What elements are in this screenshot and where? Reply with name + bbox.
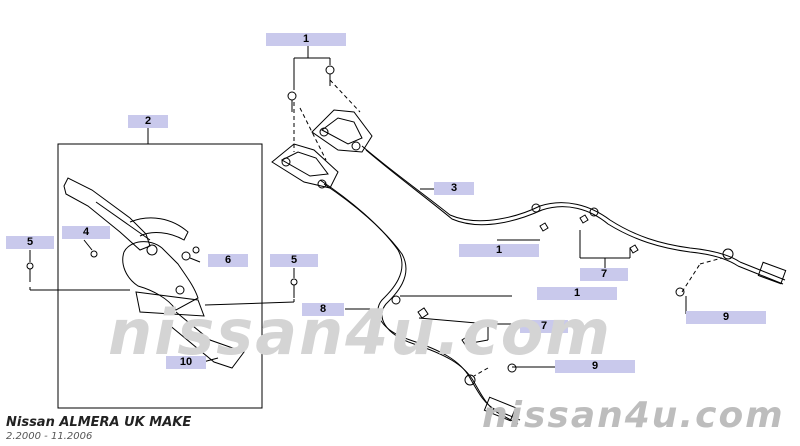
hand-brake-lever — [63, 177, 245, 369]
nut-9-mid — [507, 363, 517, 373]
callout-1-low[interactable]: 1 — [537, 287, 617, 300]
callout-3[interactable]: 3 — [434, 182, 474, 195]
upper-mount-bracket — [311, 109, 373, 153]
bolt-group-5 — [26, 262, 298, 298]
callout-4[interactable]: 4 — [62, 226, 110, 239]
cable-clips — [417, 214, 639, 347]
watermark-center: nissan4u.com — [108, 296, 612, 369]
callout-9-right[interactable]: 9 — [686, 311, 766, 324]
lever-assembly-frame — [57, 143, 263, 409]
lower-mount-bracket — [271, 143, 339, 189]
callout-5-left[interactable]: 5 — [6, 236, 54, 249]
bolt-group-1 — [287, 65, 335, 112]
callout-8[interactable]: 8 — [302, 303, 344, 316]
callout-1-mid[interactable]: 1 — [459, 244, 539, 257]
callout-7-right[interactable]: 7 — [580, 268, 628, 281]
date-range-caption: 2.2000 - 11.2006 — [6, 431, 93, 442]
watermark-corner: nissan4u.com — [482, 395, 785, 436]
nut-9-right — [675, 287, 685, 297]
callout-7-mid[interactable]: 7 — [520, 320, 568, 333]
nut-4 — [90, 250, 98, 258]
rear-cable — [361, 145, 787, 285]
assembly-guides — [293, 79, 723, 377]
callout-10[interactable]: 10 — [166, 356, 206, 369]
front-cable — [319, 179, 521, 425]
callout-2[interactable]: 2 — [128, 115, 168, 128]
callout-1-top[interactable]: 1 — [266, 33, 346, 46]
callout-5-mid[interactable]: 5 — [270, 254, 318, 267]
callout-9-mid[interactable]: 9 — [555, 360, 635, 373]
callout-6[interactable]: 6 — [208, 254, 248, 267]
model-caption: Nissan ALMERA UK MAKE — [6, 415, 192, 430]
